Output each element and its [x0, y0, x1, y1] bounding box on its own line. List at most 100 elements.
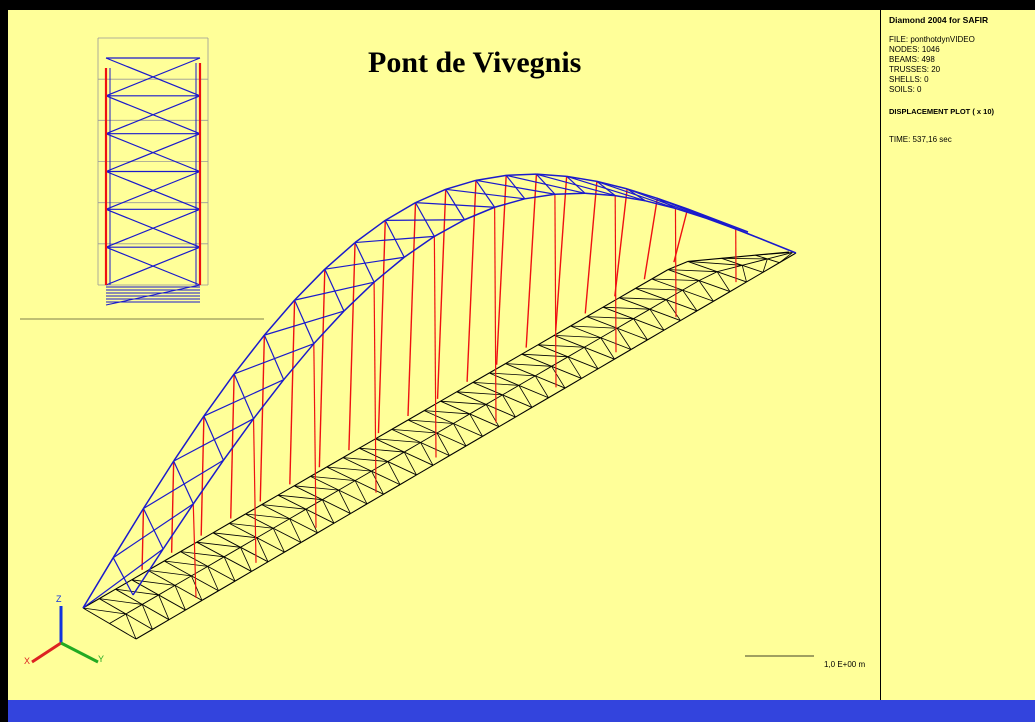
deck-brace	[602, 306, 650, 310]
deck-crossbeam	[489, 372, 549, 399]
arch-rib	[222, 418, 255, 461]
deck-brace	[518, 385, 533, 408]
arch-brace	[566, 175, 646, 202]
deck-edge	[98, 588, 116, 600]
hanger	[230, 373, 235, 519]
deck-edge	[515, 406, 533, 418]
deck-brace	[371, 470, 384, 495]
plot-title: Pont de Vivegnis	[368, 46, 582, 79]
deck-brace	[180, 551, 225, 558]
hanger	[555, 176, 568, 331]
arch-brace	[536, 173, 616, 197]
arch-rib	[112, 508, 145, 559]
arch-rib	[717, 219, 749, 233]
deck-brace	[537, 344, 585, 348]
deck-brace	[322, 499, 335, 524]
deck-brace	[424, 410, 470, 415]
deck-brace	[534, 375, 549, 398]
arch-rib	[82, 557, 114, 609]
deck-brace	[649, 308, 665, 331]
arch-brace	[142, 508, 164, 550]
hanger	[252, 418, 257, 563]
nodes-count: NODES: 1046	[889, 45, 940, 54]
deck-brace	[741, 265, 747, 283]
deck-brace	[174, 585, 186, 611]
hanger	[373, 282, 377, 493]
deck-crossbeam	[375, 438, 434, 466]
deck-stringer	[436, 423, 454, 434]
deck-crossbeam	[456, 391, 516, 418]
arch-brace	[173, 418, 254, 462]
plot-type: DISPLACEMENT PLOT ( x 10)	[889, 107, 995, 116]
deck-edge	[521, 344, 539, 355]
arch-rib	[233, 334, 265, 375]
deck-brace	[354, 480, 368, 505]
deck-edge	[680, 310, 698, 322]
arch-rib	[765, 240, 797, 254]
hanger	[407, 202, 417, 417]
deck-stringer	[742, 258, 768, 266]
deck-stringer	[305, 499, 323, 510]
deck-edge	[168, 609, 186, 621]
arch-brace	[294, 299, 315, 344]
deck-brace	[633, 318, 648, 341]
deck-stringer	[767, 252, 793, 260]
hanger	[494, 207, 497, 423]
deck-stringer	[453, 413, 470, 424]
arch-brace	[112, 557, 134, 596]
deck-edge	[383, 484, 401, 495]
arch-rib	[162, 503, 194, 550]
inset-brace	[105, 133, 201, 173]
deck-edge	[115, 579, 133, 590]
arch-rib	[615, 194, 646, 202]
deck-stringer	[158, 585, 176, 596]
time-readout: TIME: 537,16 sec	[889, 135, 952, 144]
deck-brace	[619, 297, 667, 301]
deck-crossbeam	[619, 297, 681, 321]
arch-rib	[294, 268, 326, 301]
deck-stringer	[535, 365, 552, 377]
deck-edge	[212, 522, 230, 534]
deck-crossbeam	[131, 579, 186, 611]
arch-brace	[445, 188, 525, 200]
deck-edge	[196, 532, 214, 543]
arch-rib	[142, 460, 175, 509]
deck-crossbeam	[602, 306, 665, 331]
arch-brace	[233, 343, 315, 375]
deck-brace	[762, 258, 768, 273]
inset-brace	[105, 95, 201, 135]
deck-edge	[482, 426, 500, 437]
hanger	[348, 242, 356, 451]
deck-brace	[375, 438, 421, 443]
deck-stringer	[717, 264, 743, 273]
hanger	[614, 188, 628, 297]
arch-rib	[584, 192, 616, 197]
deck-edge	[651, 269, 669, 280]
deck-brace	[436, 432, 450, 456]
arch-brace	[294, 281, 375, 301]
deck-crossbeam	[424, 410, 483, 437]
deck-crossbeam	[635, 287, 698, 312]
deck-brace	[387, 461, 401, 485]
deck-crossbeam	[147, 570, 203, 601]
info-panel: Diamond 2004 for SAFIR FILE: ponthotdynV…	[881, 10, 1035, 700]
deck-edge	[456, 381, 474, 393]
hanger	[525, 174, 538, 348]
hanger	[200, 416, 205, 536]
hanger	[436, 189, 447, 399]
deck-crossbeam	[586, 316, 648, 341]
deck-crossbeam	[342, 457, 401, 486]
deck-edge	[687, 257, 722, 262]
deck-brace	[391, 429, 438, 434]
deck-edge	[531, 397, 549, 408]
deck-stringer	[682, 280, 700, 291]
deck-edge	[391, 419, 409, 430]
deck-brace	[272, 528, 285, 553]
hanger	[466, 180, 477, 382]
deck-brace	[212, 532, 257, 539]
arch-rib	[524, 193, 556, 200]
deck-brace	[779, 252, 793, 263]
hanger	[313, 343, 317, 528]
deck-edge	[553, 325, 571, 336]
